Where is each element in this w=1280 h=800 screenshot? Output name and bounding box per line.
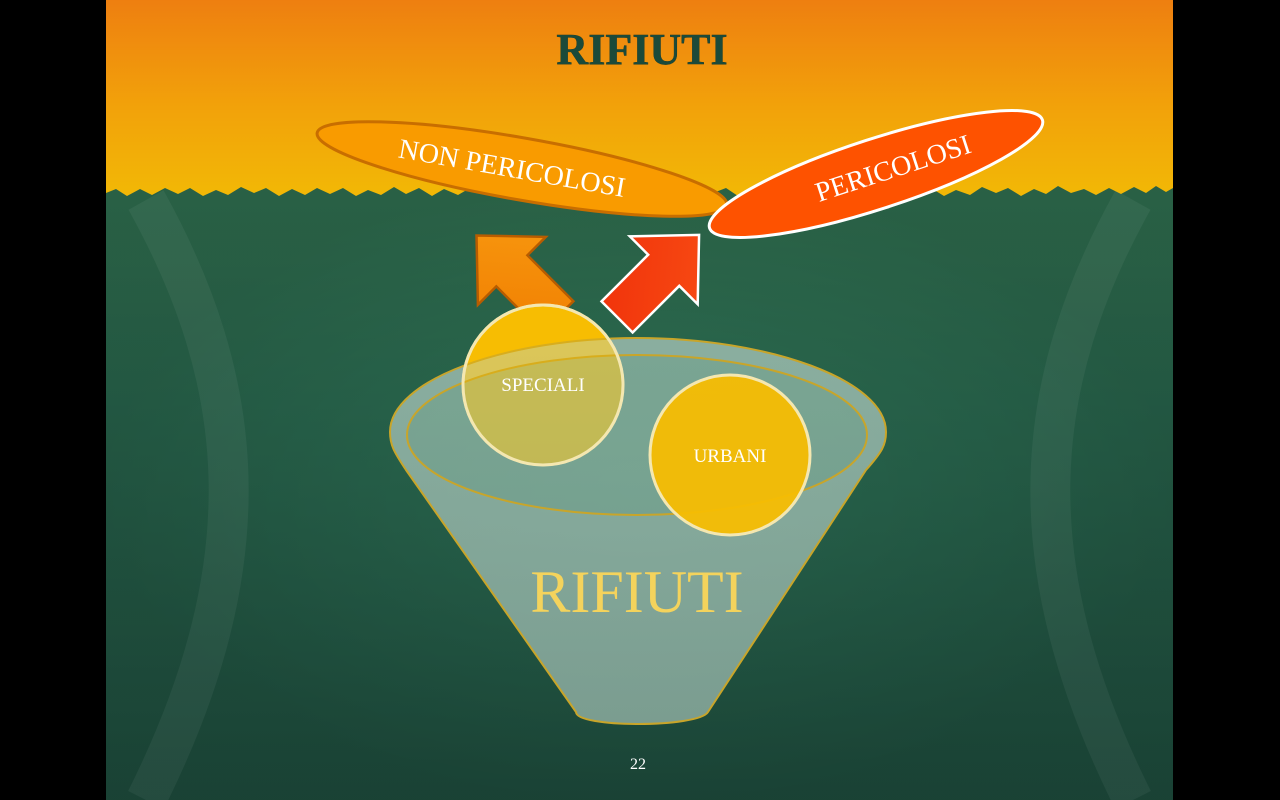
funnel-label: RIFIUTI — [530, 559, 743, 625]
speciali-circle-overlay — [461, 303, 625, 467]
decor-curve-left — [128, 190, 249, 800]
arrow-to-pericolosi — [599, 233, 701, 335]
decor-curve-right — [1030, 190, 1151, 800]
urbani-label: URBANI — [694, 446, 767, 467]
slide: RIFIUTI NON PERICOLOSI PERICOLOSI RIFIUT… — [106, 0, 1173, 800]
speciali-label: SPECIALI — [501, 375, 584, 396]
slide-canvas: RIFIUTI NON PERICOLOSI PERICOLOSI RIFIUT… — [106, 0, 1173, 800]
urbani-circle: URBANI — [648, 373, 812, 537]
page-number: 22 — [630, 756, 646, 773]
slide-title: RIFIUTI — [556, 25, 727, 74]
